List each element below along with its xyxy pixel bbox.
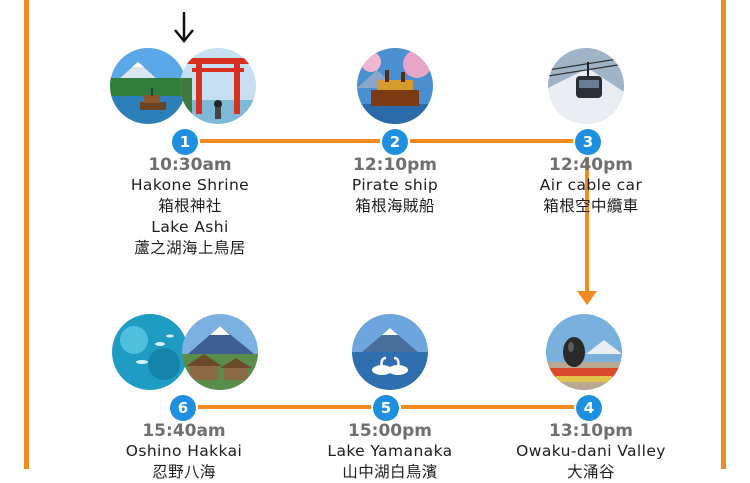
stop-number-badge: 4 xyxy=(576,395,602,421)
connector-vertical xyxy=(585,143,589,293)
stop-name-en: Hakone Shrine xyxy=(130,176,250,194)
stop-5-details: 15:00pm Lake Yamanaka 山中湖白鳥濱 xyxy=(290,421,490,483)
stop-number-badge: 1 xyxy=(172,129,198,155)
stop-2-details: 12:10pm Pirate ship 箱根海賊船 xyxy=(295,155,495,217)
stop-number-badge: 5 xyxy=(373,395,399,421)
stop-name-zh: 忍野八海 xyxy=(152,463,216,481)
stop-name-en: Pirate ship xyxy=(351,176,439,194)
stop-number-badge: 6 xyxy=(170,395,196,421)
stop-name-en: Owaku-dani Valley xyxy=(516,442,666,460)
oshino-hakkai-pond-photo xyxy=(112,314,188,390)
stop-time: 10:30am xyxy=(148,155,232,175)
cable-car-photo xyxy=(548,48,624,124)
hakone-shrine-torii-photo xyxy=(180,48,256,124)
stop-1-details: 10:30am Hakone Shrine 箱根神社 Lake Ashi 蘆之湖… xyxy=(90,155,290,259)
stop-name-zh: 箱根海賊船 xyxy=(355,197,435,215)
stop-time: 13:10pm xyxy=(549,421,633,441)
stop-3-details: 12:40pm Air cable car 箱根空中纜車 xyxy=(491,155,691,217)
stop-name-zh: 蘆之湖海上鳥居 xyxy=(134,239,246,257)
stop-time: 12:40pm xyxy=(549,155,633,175)
stop-name-zh: 箱根空中纜車 xyxy=(543,197,639,215)
stop-time: 12:10pm xyxy=(353,155,437,175)
stop-number-badge: 3 xyxy=(575,129,601,155)
stop-4-details: 13:10pm Owaku-dani Valley 大涌谷 xyxy=(491,421,691,483)
pirate-ship-photo xyxy=(357,48,433,124)
down-arrow-icon xyxy=(174,12,194,43)
orange-down-arrow-icon xyxy=(577,291,597,305)
stop-name-zh: 箱根神社 xyxy=(158,197,222,215)
frame-right-border xyxy=(721,0,726,469)
stop-6-details: 15:40am Oshino Hakkai 忍野八海 xyxy=(84,421,284,483)
stop-name-en: Oshino Hakkai xyxy=(125,442,243,460)
stop-name-en: Lake Yamanaka xyxy=(327,442,453,460)
stop-name-en: Air cable car xyxy=(539,176,643,194)
stop-number-badge: 2 xyxy=(382,129,408,155)
stop-name-zh: 大涌谷 xyxy=(567,463,615,481)
stop-time: 15:40am xyxy=(142,421,226,441)
stop-name-zh: 山中湖白鳥濱 xyxy=(342,463,438,481)
lake-ashi-photo xyxy=(110,48,186,124)
frame-left-border xyxy=(24,0,29,469)
stop-time: 15:00pm xyxy=(348,421,432,441)
owakudani-black-egg-photo xyxy=(546,314,622,390)
stop-name-en: Lake Ashi xyxy=(151,218,229,236)
oshino-village-fuji-photo xyxy=(182,314,258,390)
lake-yamanaka-swan-photo xyxy=(352,314,428,390)
